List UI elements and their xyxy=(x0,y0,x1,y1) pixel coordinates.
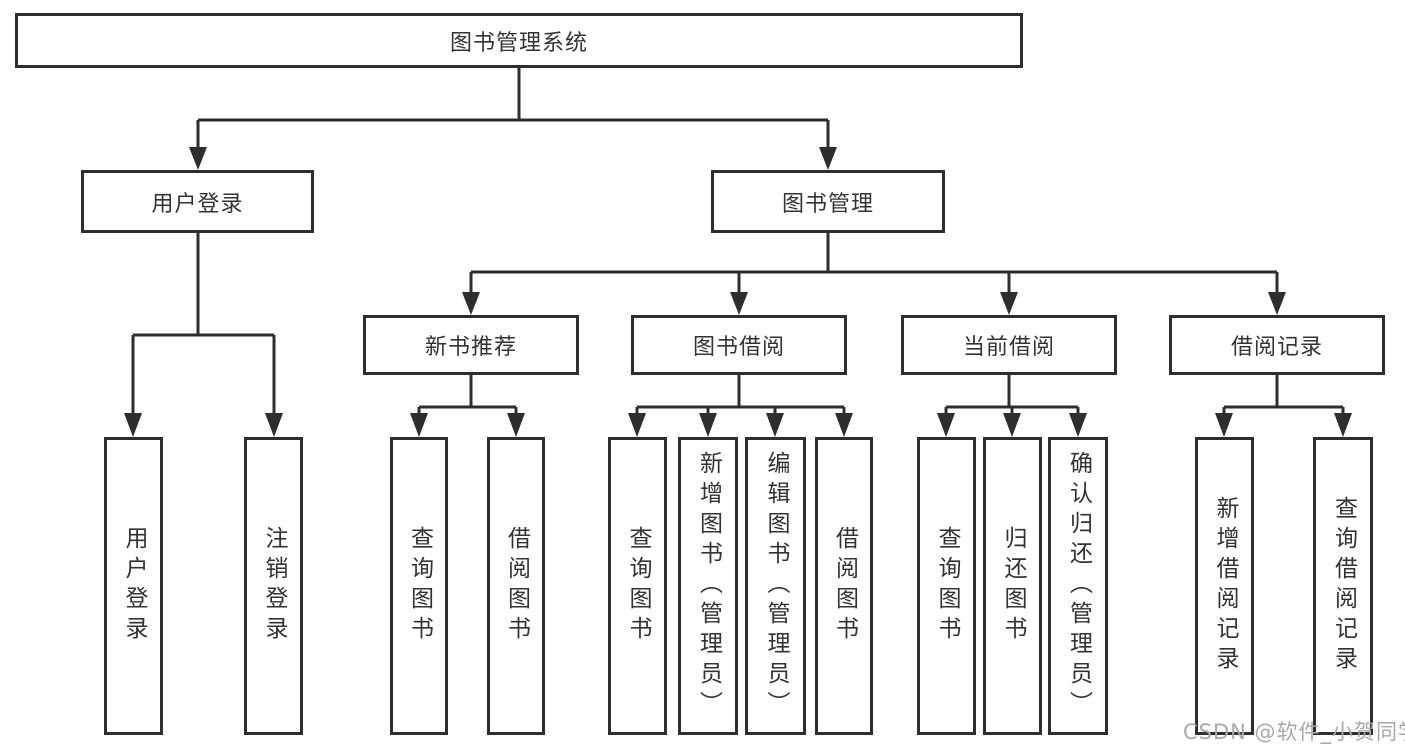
leaf-add-borrow-record: 新增借阅记录 xyxy=(1195,437,1254,735)
connector-root-to-level2 xyxy=(196,68,830,150)
arrowheads xyxy=(124,147,1352,437)
node-user-login: 用户登录 xyxy=(81,170,314,233)
leaf-query-books-recommend: 查询图书 xyxy=(390,437,448,735)
leaf-return-books: 归还图书 xyxy=(983,437,1042,735)
node-book-borrowing: 图书借阅 xyxy=(631,315,847,375)
leaf-borrow-books: 借阅图书 xyxy=(815,437,873,735)
connector-borrow-records xyxy=(1222,375,1345,414)
node-user-login-label: 用户登录 xyxy=(151,191,244,217)
leaf-add-books-admin-label: 新增图书（管理员） xyxy=(695,451,722,721)
leaf-confirm-return-admin: 确认归还（管理员） xyxy=(1048,437,1108,735)
node-root: 图书管理系统 xyxy=(15,13,1023,68)
connector-book-mgmt xyxy=(469,233,1279,292)
node-borrow-records: 借阅记录 xyxy=(1169,315,1385,375)
leaf-query-books-current: 查询图书 xyxy=(917,437,976,735)
leaf-query-books-borrow: 查询图书 xyxy=(608,437,667,735)
leaf-query-borrow-record: 查询借阅记录 xyxy=(1313,437,1373,735)
leaf-edit-books-admin-label: 编辑图书（管理员） xyxy=(763,451,789,721)
node-new-book-recommend: 新书推荐 xyxy=(363,315,579,375)
leaf-borrow-books-recommend-label: 借阅图书 xyxy=(503,526,530,646)
leaf-borrow-books-label: 借阅图书 xyxy=(831,526,858,646)
node-book-management: 图书管理 xyxy=(711,170,945,233)
node-current-borrowing: 当前借阅 xyxy=(901,315,1117,375)
node-borrow-records-label: 借阅记录 xyxy=(1230,335,1323,360)
leaf-edit-books-admin: 编辑图书（管理员） xyxy=(745,437,806,735)
node-new-book-recommend-label: 新书推荐 xyxy=(424,335,517,360)
csdn-watermark: CSDN @软件_小贺同学 xyxy=(1183,720,1405,744)
leaf-return-books-label: 归还图书 xyxy=(1000,526,1026,646)
node-book-management-label: 图书管理 xyxy=(781,191,874,217)
leaf-confirm-return-admin-label: 确认归还（管理员） xyxy=(1065,451,1092,721)
leaf-query-borrow-record-label: 查询借阅记录 xyxy=(1330,496,1357,676)
connector-user-login xyxy=(131,233,276,414)
leaf-query-books-borrow-label: 查询图书 xyxy=(625,526,651,646)
node-root-label: 图书管理系统 xyxy=(449,30,588,56)
node-current-borrowing-label: 当前借阅 xyxy=(962,335,1055,360)
leaf-user-login-label: 用户登录 xyxy=(121,526,147,646)
leaf-user-login: 用户登录 xyxy=(104,437,163,735)
leaf-query-books-current-label: 查询图书 xyxy=(934,526,960,646)
leaf-logout-label: 注销登录 xyxy=(261,526,287,646)
connector-book-borrow xyxy=(635,375,846,414)
leaf-add-books-admin: 新增图书（管理员） xyxy=(678,437,738,735)
leaf-add-borrow-record-label: 新增借阅记录 xyxy=(1212,496,1238,676)
connector-current-borrow xyxy=(944,375,1080,414)
leaf-query-books-recommend-label: 查询图书 xyxy=(406,526,433,646)
leaf-borrow-books-recommend: 借阅图书 xyxy=(487,437,545,735)
connector-new-book xyxy=(417,375,518,414)
node-book-borrowing-label: 图书借阅 xyxy=(692,335,785,360)
leaf-logout: 注销登录 xyxy=(244,437,303,735)
